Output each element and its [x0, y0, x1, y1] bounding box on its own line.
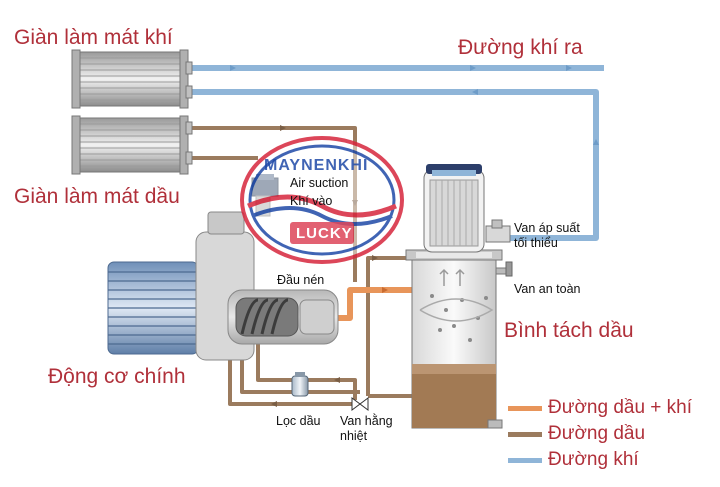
separator-tank-label: Bình tách dầu: [504, 319, 634, 342]
air-flow-arrows: [230, 65, 599, 145]
watermark-logo: [240, 136, 404, 264]
legend-label-oil-air: Đường dầu + khí: [548, 397, 693, 418]
safety-valve-label: Van an toàn: [514, 282, 581, 296]
min-pressure-valve-label-line1: Van áp suất: [514, 221, 580, 235]
min-pressure-valve-label-line2: tối thiểu: [514, 236, 558, 250]
watermark-top-text: MAYNENKHI: [264, 157, 369, 174]
air-cooler: [71, 49, 193, 109]
air-cooler-label: Giàn làm mát khí: [14, 26, 173, 49]
oil-filter-label: Lọc dầu: [276, 414, 321, 428]
oil-flow-arrows: [271, 125, 378, 407]
air-lines: [190, 65, 604, 241]
compressor-head: [227, 289, 339, 345]
oil-cooler-inlet-line: [190, 126, 357, 282]
main-motor-label: Động cơ chính: [48, 365, 186, 388]
legend-label-air: Đường khí: [548, 449, 639, 470]
oil-air-arrow: [382, 287, 388, 293]
thermostatic-valve-label-line1: Van hằng: [340, 414, 393, 428]
air-cooler-return-line: [190, 89, 599, 241]
separator-tank: [405, 164, 513, 429]
thermostatic-valve: [351, 397, 369, 411]
watermark-bottom-text: LUCKY: [296, 225, 353, 242]
legend-label-oil: Đường dầu: [548, 423, 646, 444]
air-suction-label: Air suction: [290, 176, 349, 190]
oil-cooler: [71, 115, 193, 175]
legend-swatch-oil-air: [508, 406, 542, 411]
main-motor: [107, 211, 255, 361]
oil-air-line: [335, 287, 418, 321]
min-pressure-valve: [485, 219, 511, 243]
compressor-head-label: Đầu nén: [277, 273, 325, 287]
thermostatic-valve-label-line2: nhiệt: [340, 429, 368, 443]
oil-riser-line: [366, 256, 418, 396]
legend-swatch-oil: [508, 432, 542, 437]
air-in-label: Khí vào: [290, 194, 333, 208]
oil-filter: [291, 372, 309, 397]
oil-cooler-label: Giàn làm mát dầu: [14, 185, 180, 208]
legend-swatch-air: [508, 458, 542, 463]
air-out-label: Đường khí ra: [458, 36, 583, 59]
